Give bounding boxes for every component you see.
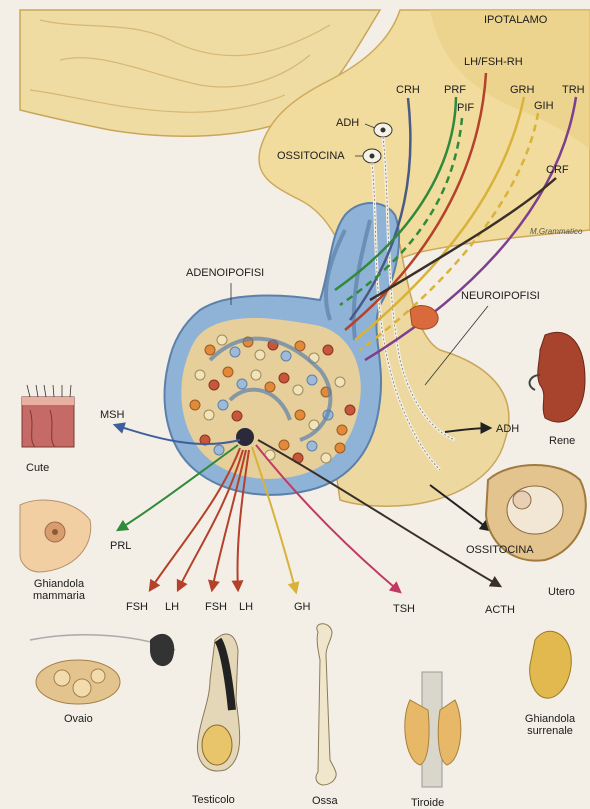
fsh-label-1: FSH: [126, 601, 148, 613]
lh-label-1: LH: [165, 601, 179, 613]
crh-label: CRH: [396, 84, 420, 96]
hypophyseal-artery: [410, 305, 438, 329]
testicolo-label: Testicolo: [192, 794, 235, 806]
tiroide-label: Tiroide: [411, 797, 444, 809]
testicolo-illustration: [197, 634, 239, 771]
rene-label: Rene: [549, 435, 575, 447]
prl-label: PRL: [110, 540, 131, 552]
pif-label: PIF: [457, 102, 474, 114]
adh-label: ADH: [336, 117, 359, 129]
rene-illustration: [530, 332, 585, 422]
lh-label-2: LH: [239, 601, 253, 613]
msh-label: MSH: [100, 409, 124, 421]
trh-label: TRH: [562, 84, 585, 96]
ghiandola-mammaria-label-2: mammaria: [14, 590, 104, 602]
tiroide-illustration: [405, 672, 461, 787]
gh-label: GH: [294, 601, 311, 613]
adenoipofisi-label: ADENOIPOFISI: [186, 267, 264, 279]
ossitocina-label: OSSITOCINA: [277, 150, 345, 162]
lh-fsh-rh-label: LH/FSH-RH: [464, 56, 523, 68]
ipotalamo-label: IPOTALAMO: [484, 14, 547, 26]
cute-label: Cute: [26, 462, 49, 474]
ghiandola-surrenale-label-1: Ghiandola: [510, 713, 590, 725]
gih-label: GIH: [534, 100, 554, 112]
tsh-label: TSH: [393, 603, 415, 615]
utero-label: Utero: [548, 586, 575, 598]
fsh-label-2: FSH: [205, 601, 227, 613]
ossitocina-out-label: OSSITOCINA: [466, 544, 534, 556]
ossitocina-out-arrow: [430, 485, 490, 530]
crf-label: CRF: [546, 164, 569, 176]
acth-label: ACTH: [485, 604, 515, 616]
artist-signature: M.Grammatico: [530, 226, 582, 238]
grh-label: GRH: [510, 84, 534, 96]
ghiandola-surrenale-illustration: [530, 631, 572, 698]
cute-skin-illustration: [22, 385, 74, 447]
capillary-exit: [236, 428, 254, 446]
ossa-label: Ossa: [312, 795, 338, 807]
ghiandola-mammaria-label-1: Ghiandola: [14, 578, 104, 590]
ovaio-label: Ovaio: [64, 713, 93, 725]
ovaio-illustration: [30, 634, 175, 704]
neuroipofisi-label: NEUROIPOFISI: [461, 290, 540, 302]
prf-label: PRF: [444, 84, 466, 96]
ghiandola-surrenale-label-2: surrenale: [510, 725, 590, 737]
ghiandola-mammaria-illustration: [20, 500, 91, 572]
adh-out-label: ADH: [496, 423, 519, 435]
ossa-illustration: [316, 624, 336, 785]
